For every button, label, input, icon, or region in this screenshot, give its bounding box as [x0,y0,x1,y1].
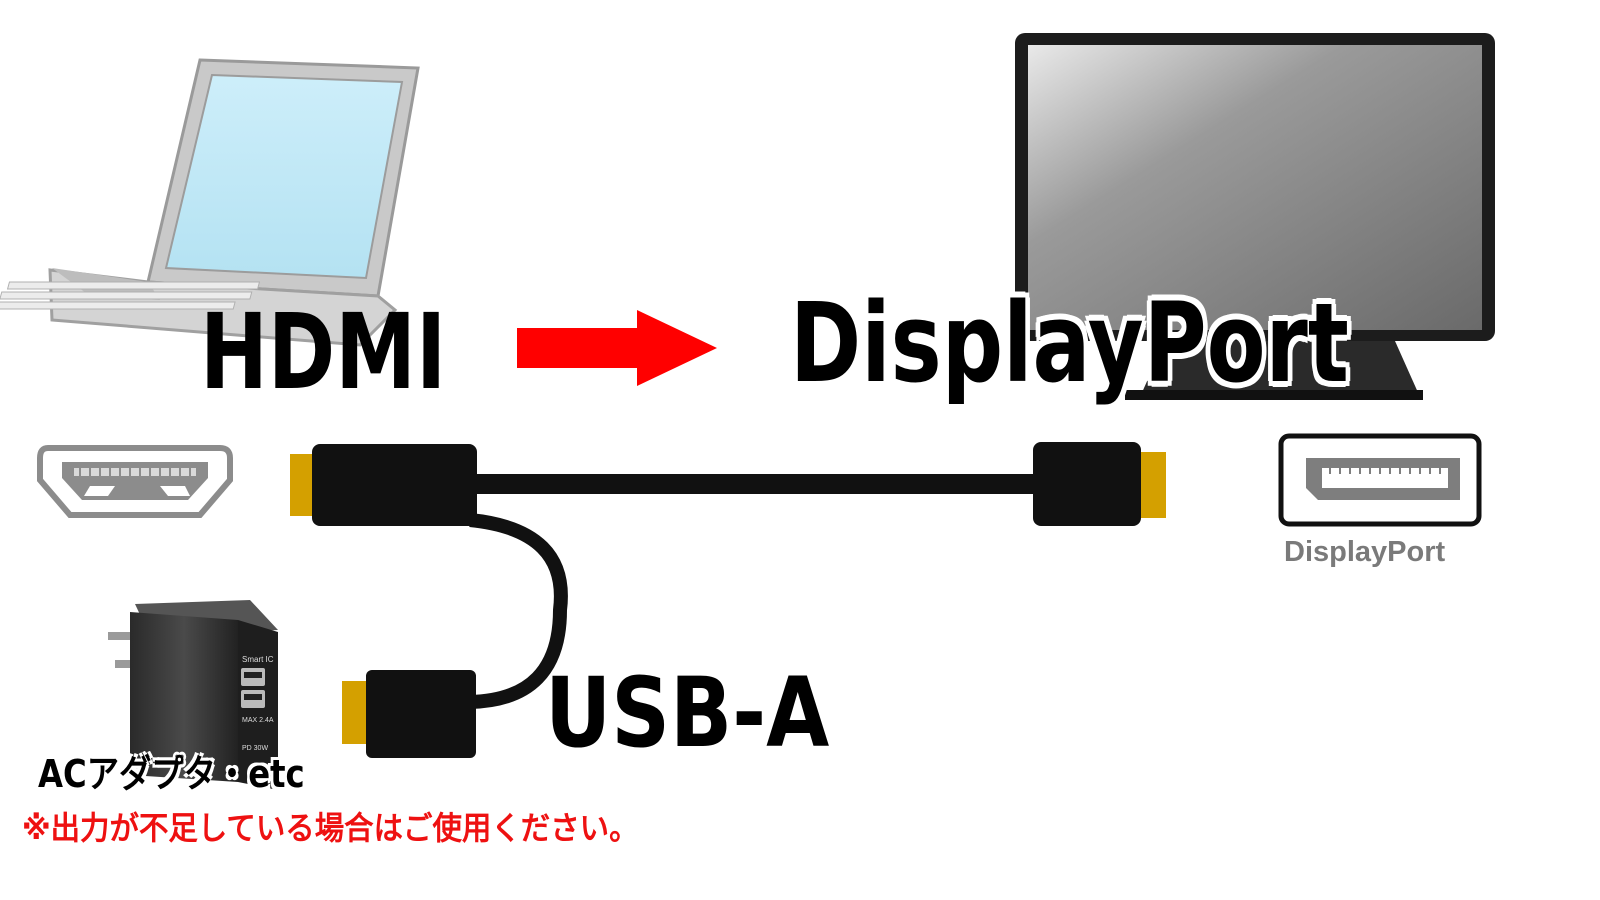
displayport-port-caption: DisplayPort [1284,538,1445,567]
displayport-label: DisplayPort [790,288,1349,398]
usb-a-connector [342,670,476,758]
note-text: ※出力が不足している場合はご使用ください。 [22,812,639,844]
hdmi-label: HDMI [200,300,446,404]
displayport-port-icon [1281,436,1479,524]
usb-a-label: USB-A [545,665,829,761]
adapter-label: ACアダプタ・etc [38,755,305,793]
charger-text-smart-ic: Smart IC [242,655,274,664]
hdmi-port-icon [40,448,230,515]
hdmi-connector [290,444,477,526]
charger-text-pd: PD 30W [242,745,268,752]
displayport-connector [1033,442,1166,526]
arrow-right-icon [517,310,717,386]
charger-text-max: MAX 2.4A [242,717,274,724]
